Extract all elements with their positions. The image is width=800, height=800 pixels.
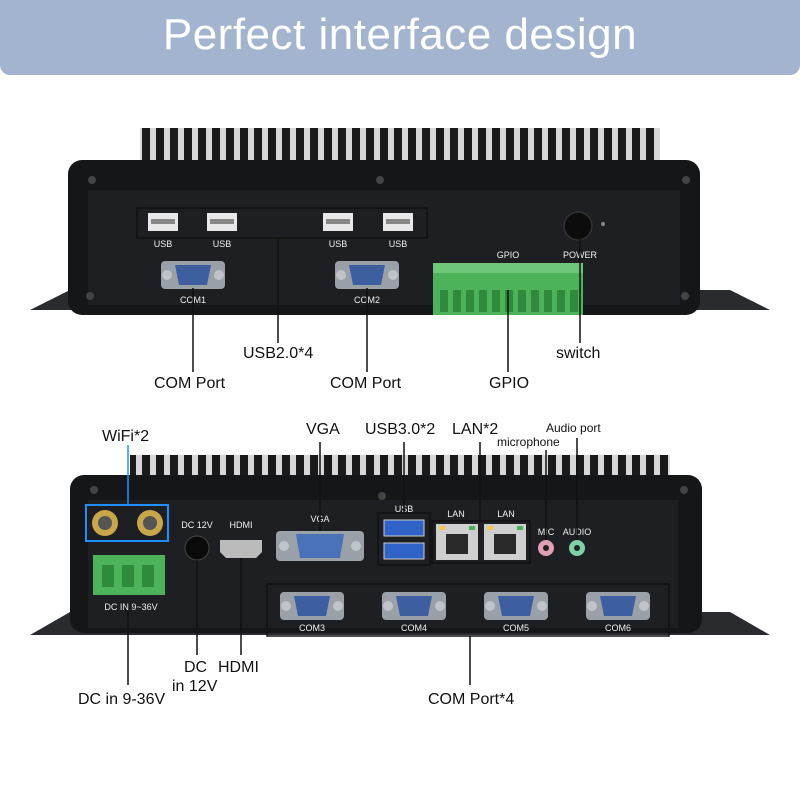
gpio-terminal-block (433, 263, 583, 315)
bottom-device: DC IN 9~36V DC 12V HDMI VGA USB LAN LAN … (30, 438, 770, 685)
com1-connector (161, 261, 225, 289)
usb2-port-2 (207, 213, 237, 231)
vga-callout: VGA (306, 421, 340, 438)
com2-connector (335, 261, 399, 289)
top-device: USB USB USB USB COM1 COM2 GPIO POWER (30, 128, 770, 372)
power-button (563, 211, 593, 241)
com3-silk: COM3 (299, 623, 325, 633)
usb3-callout: USB3.0*2 (365, 421, 435, 438)
dc-in-terminal (93, 555, 165, 595)
com4-silk: COM4 (401, 623, 427, 633)
banner-title: Perfect interface design (162, 10, 638, 59)
gpio-silk: GPIO (497, 250, 520, 260)
wifi-antenna-2 (137, 510, 163, 536)
com5-silk: COM5 (503, 623, 529, 633)
usb3-port-1 (383, 519, 425, 537)
com6-silk: COM6 (605, 623, 631, 633)
lan-silk-2: LAN (497, 509, 515, 519)
wifi-callout: WiFi*2 (102, 428, 149, 445)
com-port4-callout: COM Port*4 (428, 691, 514, 708)
dc-12v-callout-line2: in 12V (172, 678, 218, 695)
power-led (601, 222, 605, 226)
audio-port-callout: Audio port (546, 421, 601, 435)
com5-connector (484, 592, 548, 620)
dc12v-silk: DC 12V (181, 520, 213, 530)
usb-silk-2: USB (213, 239, 232, 249)
usb3-port-2 (383, 542, 425, 560)
dcin-silk: DC IN 9~36V (104, 602, 157, 612)
com4-connector (382, 592, 446, 620)
hdmi-silk: HDMI (230, 520, 253, 530)
hdmi-port (220, 540, 262, 558)
vga-connector (276, 531, 364, 561)
switch-callout: switch (556, 345, 600, 362)
usb-silk-3: USB (329, 239, 348, 249)
com-port-callout-1: COM Port (154, 375, 226, 392)
dc-12v-callout-line1: DC (184, 659, 207, 676)
dc-in-936-callout: DC in 9-36V (78, 691, 165, 708)
com3-connector (280, 592, 344, 620)
usb2-callout: USB2.0*4 (243, 345, 313, 362)
gpio-callout: GPIO (489, 375, 529, 392)
wifi-frame (85, 504, 169, 542)
wifi-antenna-1 (92, 510, 118, 536)
microphone-callout: microphone (497, 435, 560, 449)
usb-silk-4: USB (389, 239, 408, 249)
usb-silk-1: USB (154, 239, 173, 249)
com6-connector (586, 592, 650, 620)
hdmi-callout: HDMI (218, 659, 259, 676)
dc-jack (184, 535, 210, 561)
lan2-callout: LAN*2 (452, 421, 498, 438)
banner: Perfect interface design (0, 0, 800, 75)
lan-silk-1: LAN (447, 509, 465, 519)
lan-port-2 (484, 524, 526, 560)
usb2-port-4 (383, 213, 413, 231)
lan-frame (431, 520, 531, 564)
usb-group-frame (136, 207, 428, 239)
usb2-port-3 (323, 213, 353, 231)
lan-port-1 (436, 524, 478, 560)
com-port-callout-2: COM Port (330, 375, 402, 392)
usb2-port-1 (148, 213, 178, 231)
com-group-frame (266, 583, 670, 637)
